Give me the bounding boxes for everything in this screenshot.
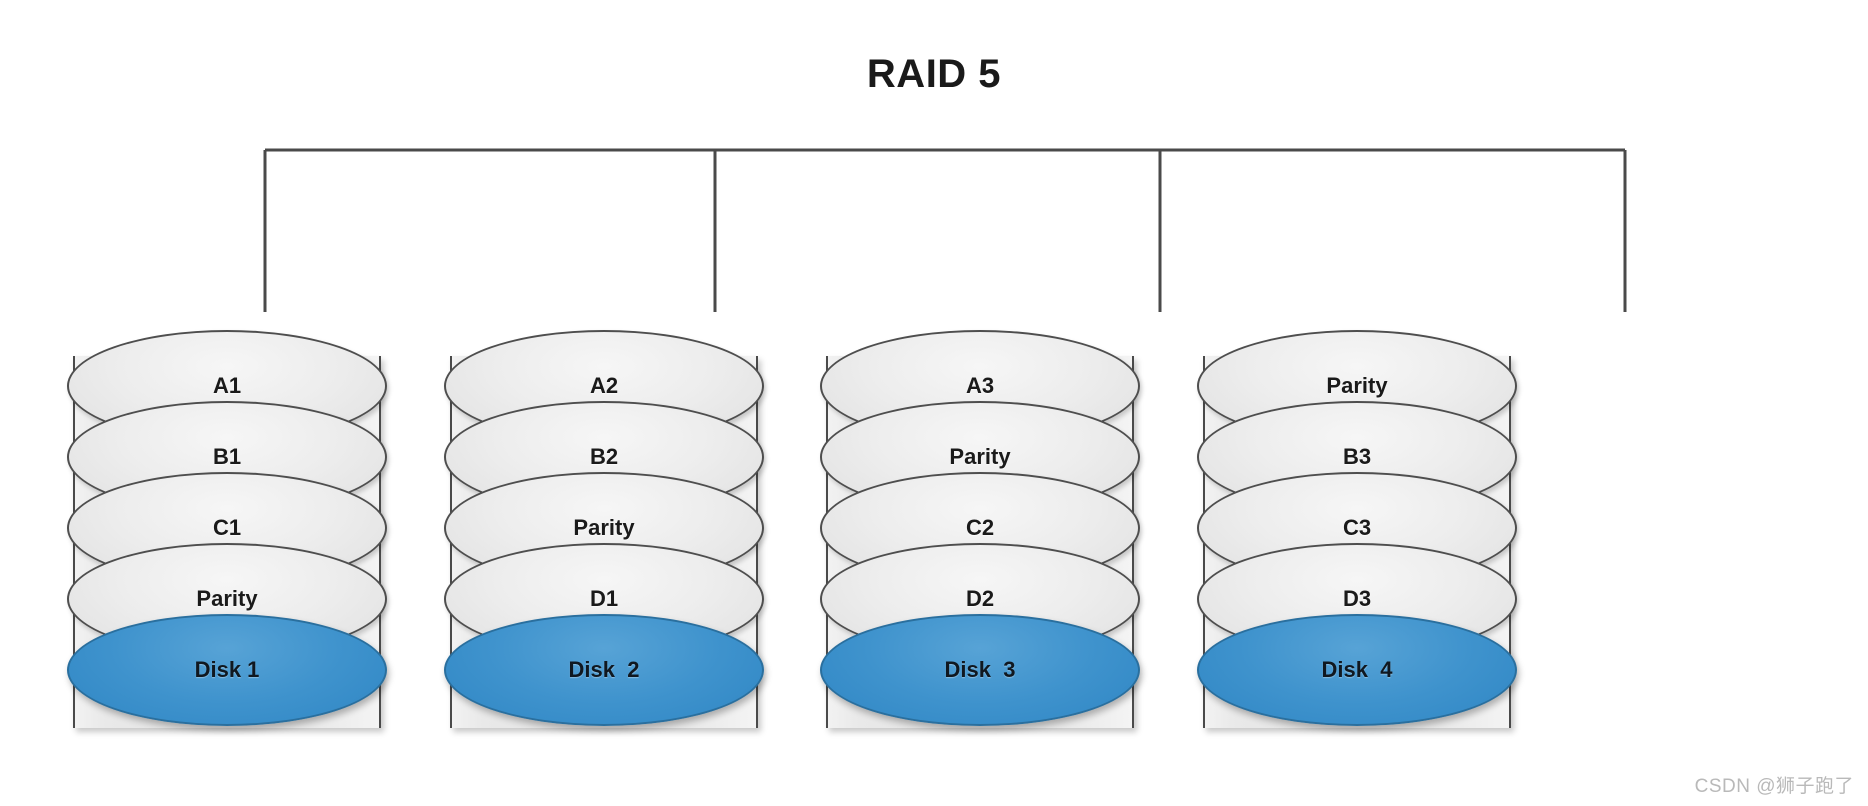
disk-label-ellipse-2[interactable]: Disk 2 — [444, 614, 764, 726]
stripe-text: B1 — [212, 444, 242, 469]
disk-label-ellipse-3[interactable]: Disk 3 — [820, 614, 1140, 726]
disk-name-text: Disk 4 — [1321, 657, 1393, 682]
stripe-text: C3 — [1342, 515, 1372, 540]
stripe-text: Parity — [573, 515, 635, 540]
disk-label-ellipse-4[interactable]: Disk 4 — [1197, 614, 1517, 726]
stripe-text: D3 — [1342, 586, 1372, 611]
disk-name-text: Disk 1 — [194, 657, 260, 682]
stripe-text: A1 — [212, 373, 242, 398]
stripe-text: B3 — [1342, 444, 1372, 469]
stripe-text: Parity — [1326, 373, 1388, 398]
stripe-text: A3 — [965, 373, 995, 398]
disk-name-text: Disk 2 — [568, 657, 640, 682]
stripe-text: D2 — [965, 586, 995, 611]
disk-name-text: Disk 3 — [944, 657, 1016, 682]
page-title: RAID 5 — [866, 52, 1002, 96]
stripe-text: D1 — [589, 586, 619, 611]
disk-label-ellipse-1[interactable]: Disk 1 — [67, 614, 387, 726]
stripe-text: Parity — [196, 586, 258, 611]
stripe-text: A2 — [589, 373, 619, 398]
stripe-text: Parity — [949, 444, 1011, 469]
stripe-text: C1 — [212, 515, 242, 540]
watermark: CSDN @狮子跑了 — [1694, 776, 1854, 797]
stripe-text: C2 — [965, 515, 995, 540]
stripe-text: B2 — [589, 444, 619, 469]
